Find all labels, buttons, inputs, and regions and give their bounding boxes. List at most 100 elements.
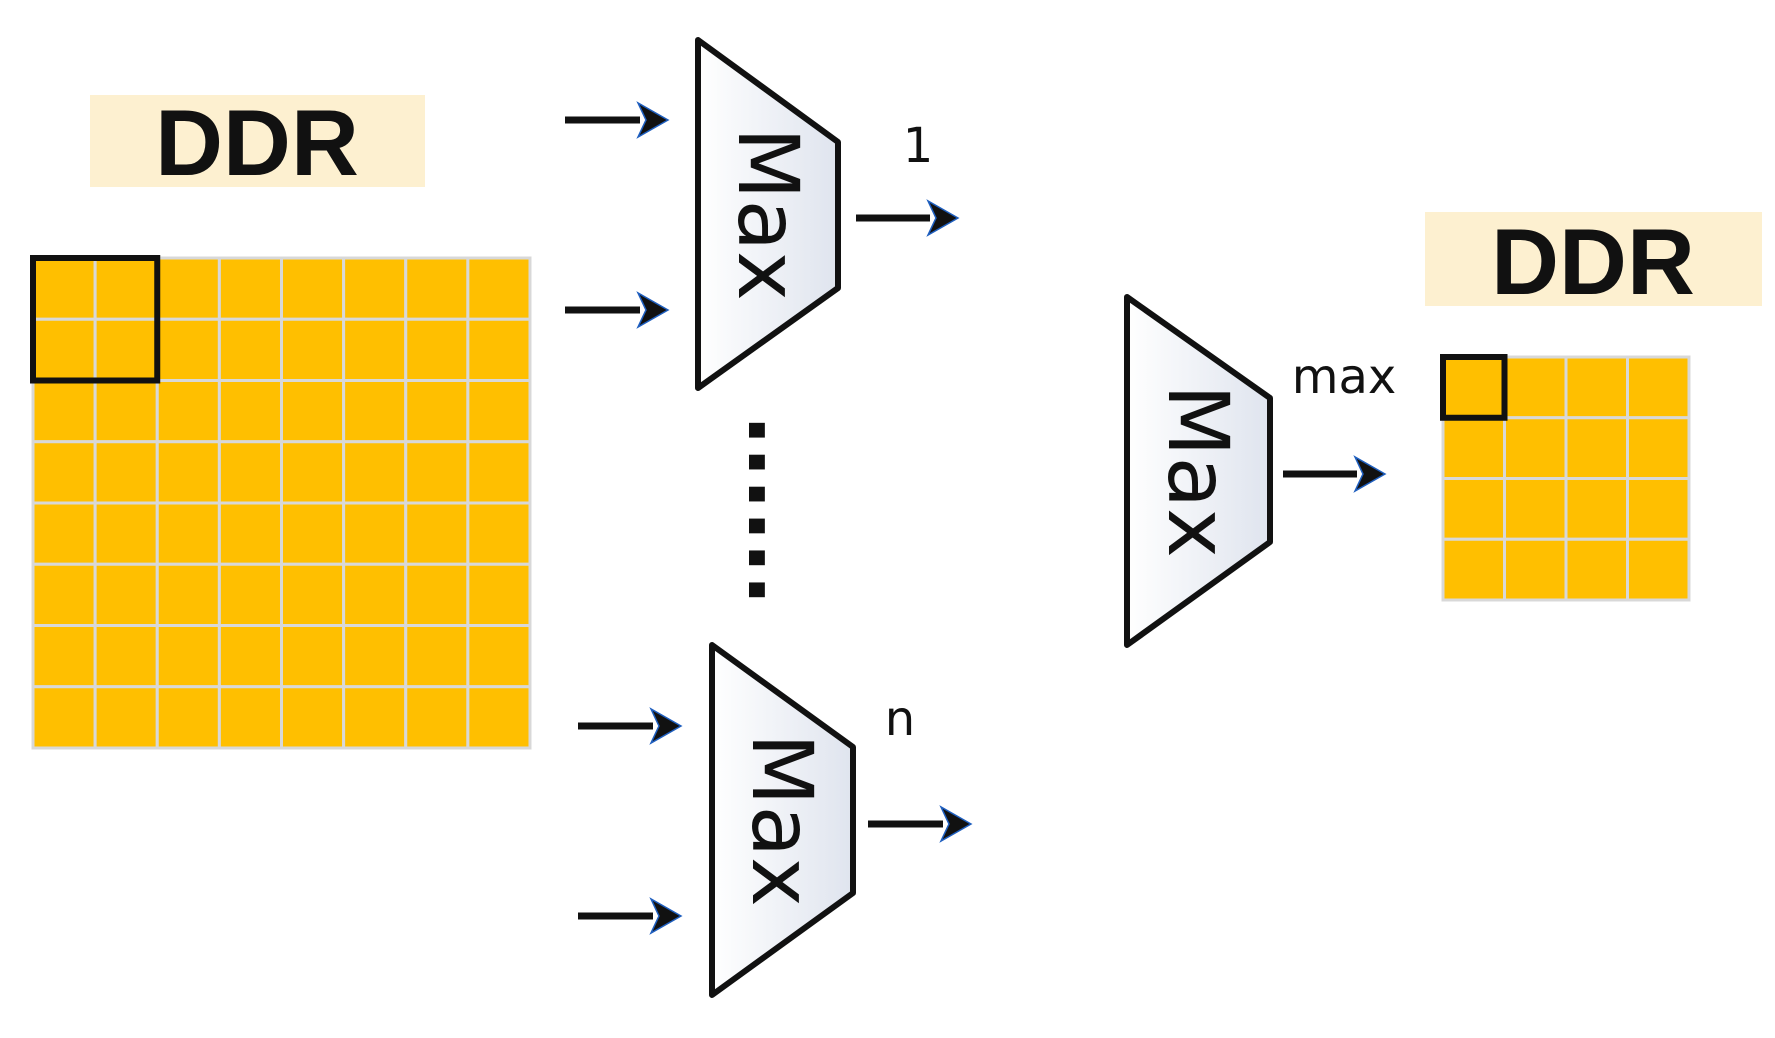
grid-cell bbox=[404, 440, 470, 505]
grid-cell bbox=[31, 501, 97, 566]
output-feature-map bbox=[1440, 354, 1691, 602]
arrow-head-icon bbox=[939, 805, 973, 843]
pooling-window bbox=[1440, 354, 1508, 421]
grid-cell bbox=[280, 256, 346, 321]
grid-cell bbox=[466, 685, 532, 750]
grid-cell bbox=[155, 624, 221, 689]
grid-cell bbox=[93, 256, 159, 321]
input-ddr-label: DDR bbox=[90, 90, 425, 195]
grid-cell bbox=[155, 562, 221, 627]
max-unit-label: Max bbox=[719, 127, 817, 301]
arrow-head-icon bbox=[649, 707, 683, 745]
grid-cell bbox=[466, 440, 532, 505]
final-max-unit: Max max bbox=[1124, 294, 1397, 648]
grid-cell bbox=[404, 317, 470, 382]
grid-cell bbox=[280, 501, 346, 566]
grid-cell bbox=[31, 624, 97, 689]
max-unit-shape bbox=[709, 642, 856, 998]
grid-cell bbox=[93, 379, 159, 444]
grid-cell bbox=[93, 440, 159, 505]
grid-cell bbox=[1503, 477, 1568, 541]
grid-cell bbox=[217, 685, 283, 750]
grid-cell bbox=[155, 685, 221, 750]
arrow-head-icon bbox=[926, 199, 960, 237]
grid-cell bbox=[342, 501, 408, 566]
grid-cell bbox=[1503, 416, 1568, 480]
max-unit-shape bbox=[695, 37, 841, 391]
grid-cell bbox=[342, 440, 408, 505]
grid-cell bbox=[1626, 416, 1691, 480]
grid-cell bbox=[1503, 355, 1568, 420]
grid-cell bbox=[404, 501, 470, 566]
max-unit-n: Max n bbox=[578, 642, 973, 998]
grid-cell bbox=[217, 562, 283, 627]
grid-cell bbox=[280, 624, 346, 689]
grid-cell bbox=[217, 624, 283, 689]
grid-cell bbox=[1564, 537, 1629, 602]
output-ddr-label-text: DDR bbox=[1491, 209, 1695, 314]
grid-cell bbox=[31, 440, 97, 505]
grid-cell bbox=[1626, 537, 1691, 602]
grid-cell bbox=[404, 379, 470, 444]
grid-cell bbox=[31, 562, 97, 627]
grid-cell bbox=[1441, 477, 1506, 541]
grid-cell bbox=[31, 317, 97, 382]
grid-cell bbox=[93, 501, 159, 566]
grid-cell bbox=[404, 562, 470, 627]
grid-cell bbox=[466, 624, 532, 689]
grid-cell bbox=[342, 562, 408, 627]
final-output-label: max bbox=[1292, 349, 1397, 405]
grid-cell bbox=[466, 379, 532, 444]
grid-cell bbox=[93, 562, 159, 627]
grid-cell bbox=[1564, 416, 1629, 480]
grid-cell bbox=[1441, 416, 1506, 480]
grid-cell bbox=[280, 562, 346, 627]
grid-cell bbox=[1564, 355, 1629, 420]
max-unit-output-label: n bbox=[885, 691, 915, 747]
input-ddr-label-text: DDR bbox=[155, 90, 359, 195]
arrow-head-icon bbox=[636, 291, 670, 329]
pooling-window bbox=[30, 255, 161, 384]
grid-cell bbox=[404, 256, 470, 321]
max-unit-label: Max bbox=[733, 733, 831, 907]
grid-cell bbox=[155, 440, 221, 505]
grid-cell bbox=[466, 562, 532, 627]
grid-cell bbox=[342, 379, 408, 444]
grid-cell bbox=[342, 317, 408, 382]
arrow-head-icon bbox=[1353, 455, 1387, 493]
max-unit-output-label: 1 bbox=[903, 118, 934, 174]
grid-cell bbox=[217, 440, 283, 505]
input-feature-map bbox=[30, 255, 532, 750]
output-ddr-label: DDR bbox=[1425, 209, 1762, 314]
grid-cell bbox=[155, 317, 221, 382]
max-unit-shape bbox=[1124, 294, 1273, 648]
grid-cell bbox=[1441, 537, 1506, 602]
grid-cell bbox=[466, 256, 532, 321]
grid-cell bbox=[1626, 355, 1691, 420]
grid-cell bbox=[280, 685, 346, 750]
max-unit-label: Max bbox=[1149, 384, 1247, 558]
grid-cell bbox=[93, 685, 159, 750]
grid-cell bbox=[280, 440, 346, 505]
grid-cell bbox=[155, 501, 221, 566]
grid-cell bbox=[93, 624, 159, 689]
grid-cell bbox=[31, 379, 97, 444]
grid-cell bbox=[217, 256, 283, 321]
grid-cell bbox=[466, 317, 532, 382]
grid-cell bbox=[1626, 477, 1691, 541]
grid-cell bbox=[31, 256, 97, 321]
grid-cell bbox=[93, 317, 159, 382]
output-ddr-label-background bbox=[1425, 212, 1762, 306]
max-unit-1: Max 1 bbox=[565, 37, 960, 391]
grid-cell bbox=[1564, 477, 1629, 541]
grid-cell bbox=[155, 256, 221, 321]
grid-cell bbox=[404, 685, 470, 750]
arrow-head-icon bbox=[649, 897, 683, 935]
grid-cell bbox=[342, 685, 408, 750]
grid-cell bbox=[342, 256, 408, 321]
grid-cell bbox=[217, 501, 283, 566]
grid-cell bbox=[155, 379, 221, 444]
grid-cell bbox=[466, 501, 532, 566]
